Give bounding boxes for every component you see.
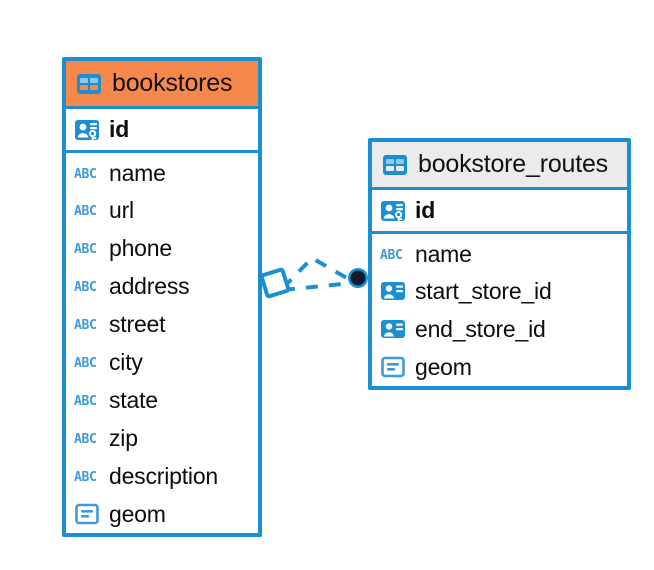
abc-text-icon: ABC [74, 432, 97, 446]
svg-text:ABC: ABC [74, 242, 97, 256]
relationship-diamond-endpoint [259, 267, 291, 299]
field-row-description[interactable]: ABC description [66, 457, 258, 495]
field-list-bookstores: id ABC name ABC url ABC phone [66, 109, 258, 533]
field-row-name[interactable]: ABC name [66, 153, 258, 191]
entity-title-bookstore-routes: bookstore_routes [418, 150, 608, 178]
field-label-id: id [109, 116, 130, 142]
table-icon [383, 154, 407, 175]
svg-text:ABC: ABC [380, 248, 403, 262]
svg-text:ABC: ABC [74, 280, 97, 294]
svg-text:ABC: ABC [74, 167, 97, 181]
field-row-phone[interactable]: ABC phone [66, 229, 258, 267]
field-row-id[interactable]: id [372, 190, 627, 234]
abc-text-icon: ABC [74, 242, 97, 256]
entity-table-bookstore-routes[interactable]: bookstore_routes id ABC [368, 138, 631, 390]
field-row-street[interactable]: ABC street [66, 305, 258, 343]
field-label-geom: geom [109, 500, 166, 527]
field-list-bookstore-routes: id ABC name start_store_id [372, 190, 627, 386]
field-row-end-store-id[interactable]: end_store_id [372, 310, 627, 348]
field-label-description: description [109, 462, 219, 489]
svg-text:ABC: ABC [74, 470, 97, 484]
relationship-line-upper [281, 255, 353, 290]
abc-text-icon: ABC [74, 394, 97, 408]
entity-header-bookstore-routes: bookstore_routes [372, 142, 627, 190]
field-row-address[interactable]: ABC address [66, 267, 258, 305]
field-row-start-store-id[interactable]: start_store_id [372, 272, 627, 310]
field-label-city: city [109, 348, 143, 375]
field-row-city[interactable]: ABC city [66, 343, 258, 381]
field-label-state: state [109, 386, 158, 413]
field-label-geom: geom [415, 353, 472, 380]
geometry-icon [381, 356, 405, 378]
svg-text:ABC: ABC [74, 356, 97, 370]
table-icon [77, 73, 101, 94]
field-row-id[interactable]: id [66, 109, 258, 153]
abc-text-icon: ABC [74, 318, 97, 332]
field-label-name: name [415, 240, 472, 267]
svg-text:ABC: ABC [74, 394, 97, 408]
svg-text:ABC: ABC [74, 204, 97, 218]
field-label-street: street [109, 310, 166, 337]
geometry-icon [75, 503, 99, 525]
abc-text-icon: ABC [74, 280, 97, 294]
field-label-start-store-id: start_store_id [415, 277, 552, 304]
abc-text-icon: ABC [380, 248, 403, 262]
foreign-key-icon [381, 320, 405, 338]
primary-key-icon [381, 200, 405, 221]
field-label-phone: phone [109, 234, 172, 261]
field-row-zip[interactable]: ABC zip [66, 419, 258, 457]
field-label-url: url [109, 196, 134, 223]
abc-text-icon: ABC [74, 470, 97, 484]
relationship-circle-endpoint [348, 268, 368, 288]
field-label-zip: zip [109, 424, 138, 451]
primary-key-icon [75, 119, 99, 140]
entity-table-bookstores[interactable]: bookstores id ABC [62, 57, 262, 537]
field-label-name: name [109, 159, 166, 186]
svg-text:ABC: ABC [74, 318, 97, 332]
field-row-geom[interactable]: geom [66, 495, 258, 533]
field-label-id: id [415, 197, 436, 223]
field-label-end-store-id: end_store_id [415, 315, 546, 342]
field-row-geom[interactable]: geom [372, 348, 627, 386]
field-row-state[interactable]: ABC state [66, 381, 258, 419]
field-row-url[interactable]: ABC url [66, 191, 258, 229]
entity-header-bookstores: bookstores [66, 61, 258, 109]
foreign-key-icon [381, 282, 405, 300]
svg-text:ABC: ABC [74, 432, 97, 446]
abc-text-icon: ABC [74, 356, 97, 370]
relationship-line-lower [282, 281, 353, 292]
abc-text-icon: ABC [74, 167, 97, 181]
field-row-name[interactable]: ABC name [372, 234, 627, 272]
field-label-address: address [109, 272, 190, 299]
abc-text-icon: ABC [74, 204, 97, 218]
entity-title-bookstores: bookstores [112, 69, 233, 97]
